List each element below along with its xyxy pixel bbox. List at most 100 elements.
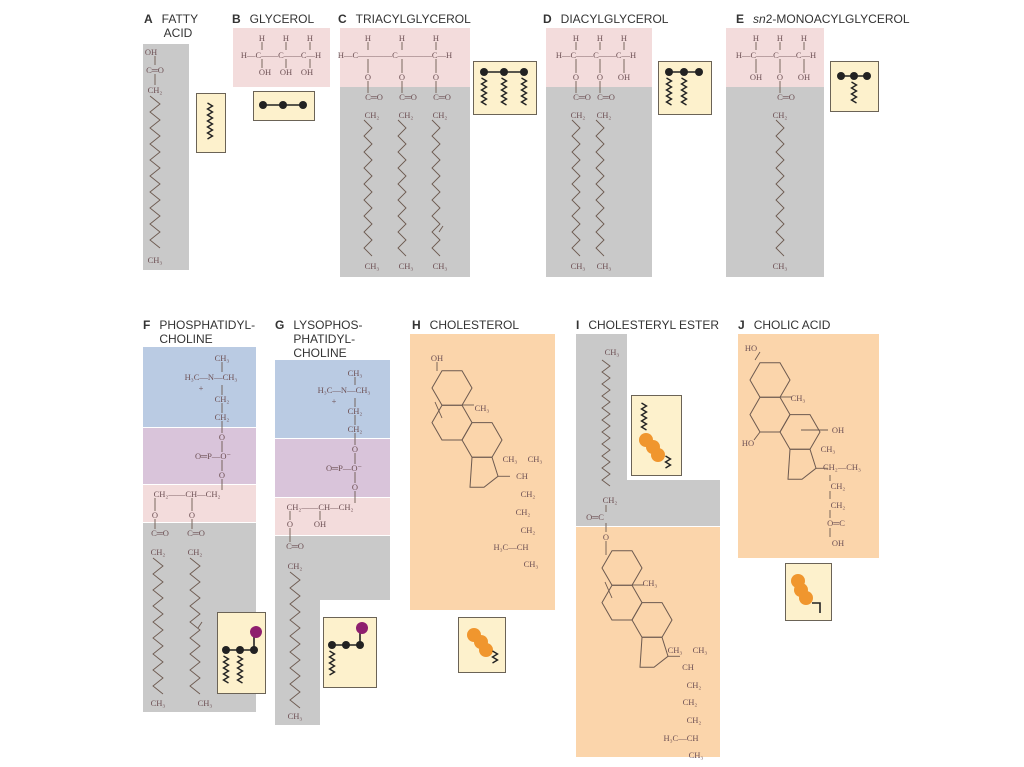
atom-label: CH₃ [527, 454, 543, 464]
atom-label: CH₂—CH₃ [822, 462, 862, 472]
atom-label: CH₂ [602, 495, 618, 505]
lpc-glycerol-region [275, 498, 390, 535]
atom-label: CH₂ [432, 110, 448, 120]
ce-sterol-region [576, 527, 720, 757]
hydrocarbon-chain [431, 119, 441, 257]
atom-label: OH [144, 47, 158, 57]
wavy-chain-icon [480, 77, 488, 106]
atom-label: O═P—O⁻ [194, 451, 232, 461]
hydrocarbon-chain [363, 119, 373, 257]
atom-label: O [776, 72, 784, 82]
atom-label: H₃C—N—CH₃ [317, 385, 371, 395]
cholesterol-ring [431, 404, 473, 441]
sterol-ring-icon [479, 643, 493, 657]
atom-label: H [620, 33, 628, 43]
cholesteryl-ester-ring [631, 602, 673, 638]
hydrocarbon-chain [152, 557, 164, 695]
choline-head-icon [250, 626, 262, 638]
atom-label: OH [258, 67, 272, 77]
dag-glycerol-region [546, 28, 652, 87]
atom-label: CH₃ [502, 454, 518, 464]
atom-label: CH₂ [686, 680, 702, 690]
wavy-chain-icon [664, 455, 672, 469]
atom-label: CH₂ [214, 394, 230, 404]
atom-label: CH₂ [830, 481, 846, 491]
bond [754, 351, 761, 361]
atom-label: C═O [365, 92, 383, 102]
glycerol-node-icon [236, 646, 244, 654]
atom-label: + [331, 396, 337, 406]
atom-label: C═O [777, 92, 795, 102]
atom-label: OH [617, 72, 631, 82]
atom-label: O [602, 532, 610, 542]
atom-label: CH [516, 471, 528, 481]
atom-label: OH [749, 72, 763, 82]
cholesteryl-ester-ring [601, 550, 643, 586]
pc-choline-region [143, 347, 256, 427]
hydrocarbon-chain [397, 119, 407, 257]
cholic-acid-ring [749, 396, 791, 433]
wavy-chain-icon [206, 102, 214, 140]
wavy-chain-icon [222, 655, 230, 684]
atom-label: C═O [399, 92, 417, 102]
wavy-chain-icon [850, 81, 858, 104]
atom-label: H [432, 33, 440, 43]
ce-acyl-region [576, 334, 627, 480]
hydrocarbon-chain [289, 571, 301, 709]
hydrocarbon-chain [601, 359, 611, 487]
mag-acyl-region [726, 87, 824, 277]
atom-label: O [432, 72, 440, 82]
atom-label: OH [797, 72, 811, 82]
atom-label: H [398, 33, 406, 43]
atom-label: + [198, 383, 204, 393]
atom-label: CH₃ [364, 261, 380, 271]
atom-label: CH₃ [523, 559, 539, 569]
lpc-choline-region [275, 360, 390, 438]
atom-label: C═O [573, 92, 591, 102]
atom-label: C═O [286, 541, 304, 551]
atom-label: CH₂ [520, 525, 536, 535]
atom-label: OH [313, 519, 327, 529]
atom-label: CH₃ [347, 368, 363, 378]
glycerol-node-icon [250, 646, 258, 654]
atom-label: CH₂ [398, 110, 414, 120]
atom-label: CH₃ [692, 645, 708, 655]
atom-label: CH₂ [515, 507, 531, 517]
atom-label: O [218, 470, 226, 480]
atom-label: H [752, 33, 760, 43]
atom-label: O [351, 482, 359, 492]
atom-label: CH₂ [596, 110, 612, 120]
carboxyl-chain-icon [812, 602, 821, 613]
atom-label: C═O [187, 528, 205, 538]
cholesterol-region [410, 334, 555, 610]
bond [604, 581, 613, 599]
atom-label: OH [430, 353, 444, 363]
hydrocarbon-chain [775, 119, 785, 257]
wavy-chain-icon [640, 402, 648, 431]
wavy-chain-icon [328, 650, 336, 676]
atom-label: H₃C—CH [493, 542, 529, 552]
hydrocarbon-chain [149, 95, 161, 249]
atom-label: O═P—O⁻ [325, 463, 363, 473]
atom-label: CH₂ [364, 110, 380, 120]
atom-label: H—C————C————C—H [337, 50, 453, 60]
atom-label: O═C [586, 512, 604, 522]
atom-label: O═C [827, 518, 845, 528]
atom-label: H—C——C——C—H [555, 50, 637, 60]
fatty-acid-chain-region [143, 44, 189, 270]
cholesteryl-ester-icon-box [631, 395, 682, 476]
tag-glycerol-region [340, 28, 470, 87]
atom-label: O [188, 510, 196, 520]
atom-label: C═O [433, 92, 451, 102]
atom-label: OH [831, 425, 845, 435]
lpc-phosphate-region [275, 439, 390, 497]
atom-label: CH₂ [772, 110, 788, 120]
cholic-acid-ring [779, 414, 821, 450]
wavy-chain-icon [236, 655, 244, 684]
cholesterol-ring [431, 370, 473, 406]
cholic-acid-ring [749, 362, 791, 398]
